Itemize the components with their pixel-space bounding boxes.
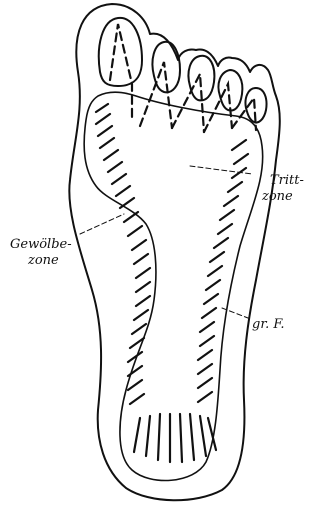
fourth-toe-outline [218,70,242,110]
arch-zone-label-2: zone [27,253,59,268]
leader-lines [80,166,252,318]
medial-edge-hatching [96,104,150,404]
tread-zone-label-1: Tritt- [270,173,304,188]
fascia-label: gr. F. [252,317,285,332]
heel-radiating-dashes [134,414,216,462]
big-toe-outline [99,18,142,86]
lateral-edge-hatching [198,140,248,402]
tread-zone-label-2: zone [261,189,293,204]
contact-area-outline [84,92,263,480]
foot-outer-outline [69,4,279,500]
arch-zone-label-1: Gewölbe- [10,237,72,252]
